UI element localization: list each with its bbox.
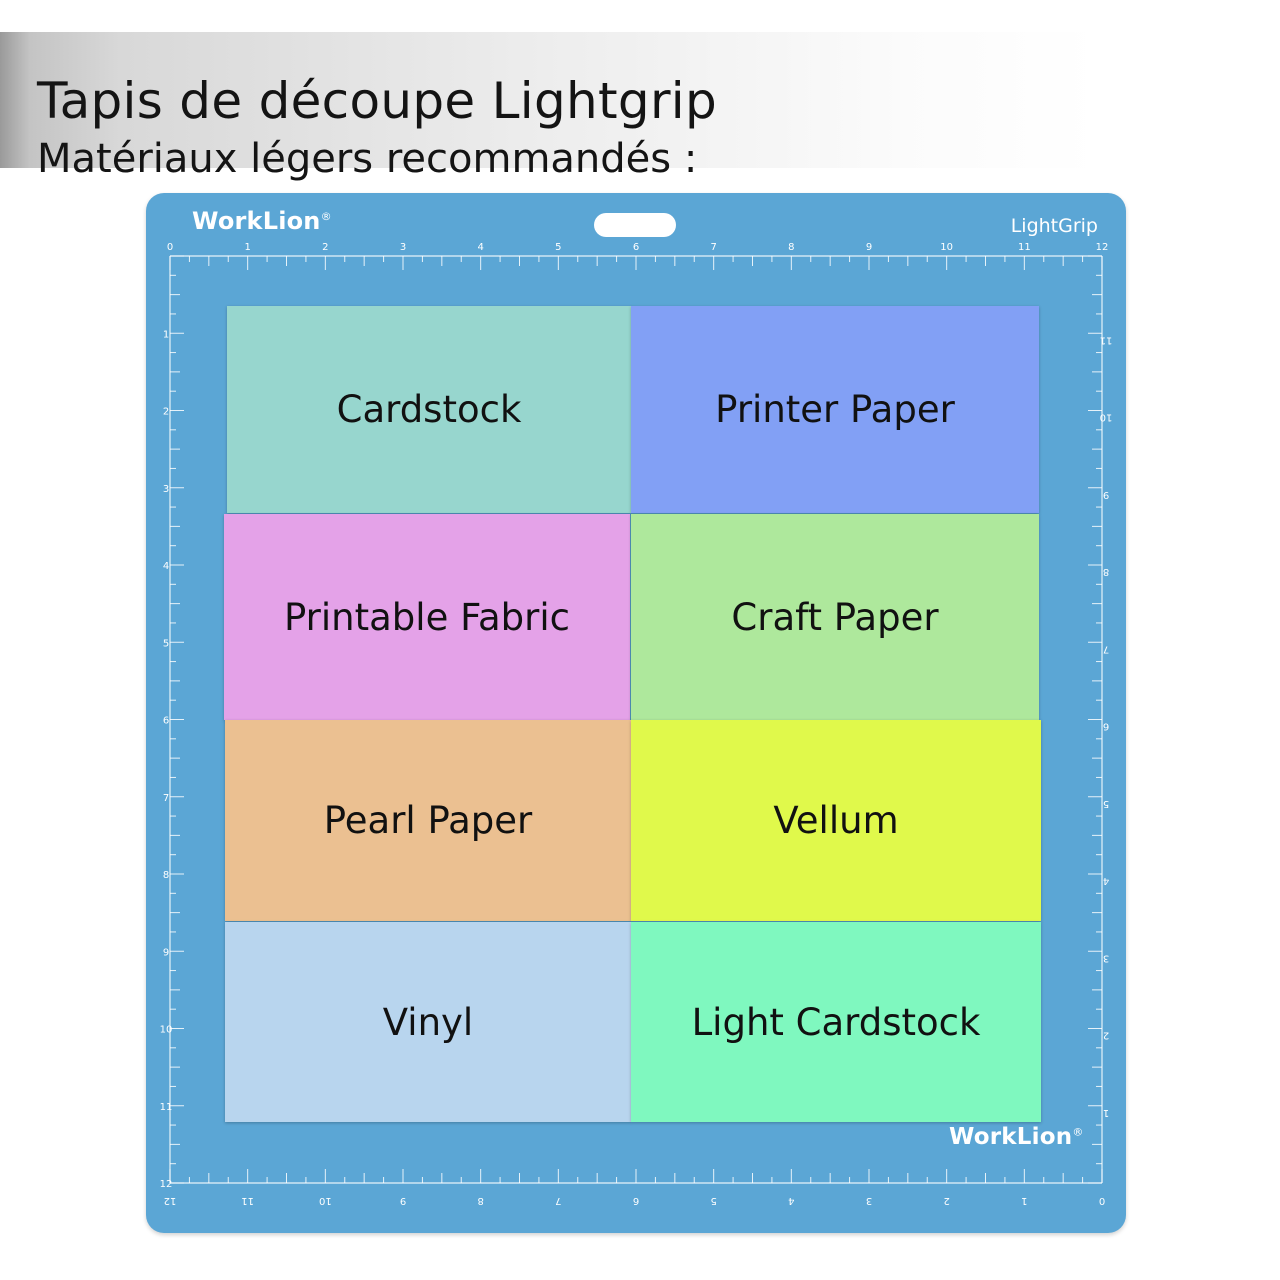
ruler-number: 9	[866, 242, 872, 253]
ruler-number: 5	[1103, 798, 1109, 809]
ruler-number: 11	[1018, 242, 1031, 253]
ruler-number: 2	[943, 1195, 949, 1206]
ruler-number: 0	[1099, 1195, 1105, 1206]
ruler-number: 7	[1103, 643, 1109, 654]
brand-logo-top: WorkLion®	[192, 207, 332, 235]
ruler-number: 3	[1103, 952, 1109, 963]
ruler-number: 9	[1103, 489, 1109, 500]
ruler-number: 1	[1021, 1195, 1027, 1206]
ruler-number: 9	[163, 947, 169, 958]
ruler-number: 3	[163, 484, 169, 495]
header-banner: Tapis de découpe Lightgrip Matériaux lég…	[0, 32, 1280, 182]
ruler-number: 7	[555, 1195, 561, 1206]
ruler-number: 12	[160, 1179, 173, 1190]
ruler-number: 6	[633, 242, 639, 253]
ruler-number: 10	[940, 242, 953, 253]
registered-mark: ®	[320, 210, 332, 223]
ruler-number: 11	[160, 1102, 173, 1113]
ruler-number: 12	[1096, 242, 1109, 253]
page-subtitle: Matériaux légers recommandés :	[37, 136, 698, 182]
ruler-number: 5	[163, 638, 169, 649]
ruler-number: 8	[1103, 566, 1109, 577]
ruler-number: 8	[477, 1195, 483, 1206]
ruler-number: 0	[167, 242, 173, 253]
material-label: Printer Paper	[715, 388, 955, 431]
ruler-number: 6	[1103, 721, 1109, 732]
material-label: Vinyl	[382, 1000, 474, 1044]
ruler-number: 4	[163, 561, 169, 572]
page-title: Tapis de découpe Lightgrip	[37, 72, 718, 130]
material-card-vinyl: Vinyl	[225, 922, 631, 1122]
ruler-number: 8	[163, 870, 169, 881]
material-card-craft-paper: Craft Paper	[631, 514, 1039, 720]
material-label: Cardstock	[336, 388, 522, 431]
ruler-number: 2	[322, 242, 328, 253]
brand-name: WorkLion	[192, 207, 321, 235]
ruler-number: 2	[163, 407, 169, 418]
ruler-number: 2	[1103, 1030, 1109, 1041]
ruler-number: 1	[163, 329, 169, 340]
material-card-light-cardstock: Light Cardstock	[631, 922, 1041, 1122]
ruler-number: 11	[1100, 334, 1113, 345]
ruler-number: 9	[400, 1195, 406, 1206]
hanging-slot	[594, 213, 676, 237]
material-label: Light Cardstock	[691, 1000, 981, 1044]
ruler-number: 5	[555, 242, 561, 253]
ruler-number: 6	[163, 716, 169, 727]
material-card-cardstock: Cardstock	[227, 306, 631, 513]
brand-logo-bottom: WorkLion®	[949, 1124, 1084, 1150]
ruler-number: 1	[1103, 1107, 1109, 1118]
ruler-number: 11	[241, 1195, 254, 1206]
ruler-number: 6	[633, 1195, 639, 1206]
material-card-printer-paper: Printer Paper	[631, 306, 1039, 513]
ruler-number: 12	[164, 1195, 177, 1206]
ruler-number: 4	[788, 1195, 794, 1206]
material-label: Craft Paper	[731, 595, 939, 639]
ruler-number: 3	[400, 242, 406, 253]
ruler-number: 1	[244, 242, 250, 253]
material-label: Printable Fabric	[284, 595, 570, 639]
material-card-vellum: Vellum	[631, 720, 1041, 921]
ruler-number: 10	[160, 1025, 173, 1036]
ruler-number: 8	[788, 242, 794, 253]
material-label: Vellum	[773, 799, 899, 842]
brand-name: WorkLion	[949, 1124, 1073, 1150]
registered-mark: ®	[1072, 1125, 1084, 1139]
material-label: Pearl Paper	[323, 799, 533, 842]
ruler-number: 10	[319, 1195, 332, 1206]
ruler-number: 4	[1103, 875, 1109, 886]
ruler-number: 4	[477, 242, 483, 253]
ruler-number: 10	[1100, 412, 1113, 423]
ruler-number: 7	[710, 242, 716, 253]
ruler-number: 5	[710, 1195, 716, 1206]
ruler-number: 7	[163, 793, 169, 804]
ruler-number: 3	[866, 1195, 872, 1206]
material-card-printable-fabric: Printable Fabric	[224, 514, 630, 720]
mat-model-label: LightGrip	[1010, 215, 1098, 237]
material-card-pearl-paper: Pearl Paper	[225, 720, 631, 921]
